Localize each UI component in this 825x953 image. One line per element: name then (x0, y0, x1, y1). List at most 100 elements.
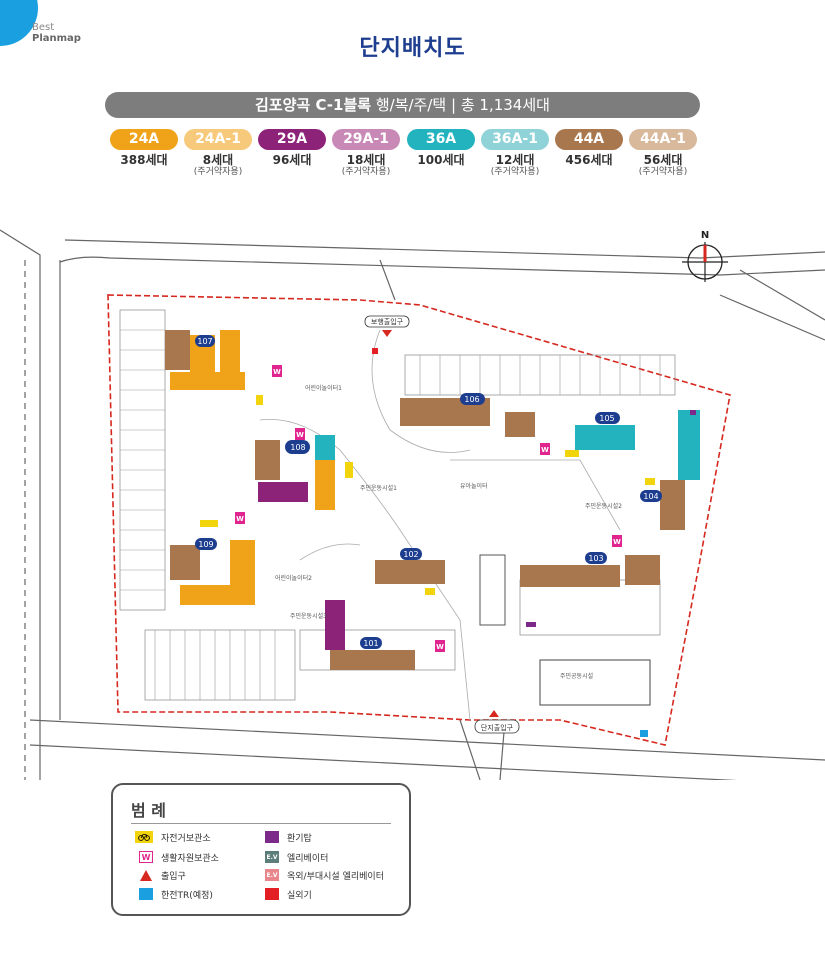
svg-text:W: W (273, 368, 281, 376)
unit-type: 44A-1 56세대 (주거약자용) (629, 129, 697, 178)
building-number: 103 (588, 554, 603, 563)
unit-type-count: 456세대 (565, 153, 613, 167)
building-107: 107 (165, 330, 245, 390)
building-105: 105 (575, 412, 635, 450)
best-planmap-label: Best Planmap (32, 22, 81, 44)
recycling-markers: W W W W W W (235, 365, 622, 652)
svg-text:W: W (436, 643, 444, 651)
unit-type-label: 29A-1 (332, 129, 400, 150)
page-title: 단지배치도 (359, 36, 466, 61)
building-number: 101 (363, 639, 378, 648)
svg-text:W: W (541, 446, 549, 454)
bicycle-markers (200, 395, 655, 595)
unit-type-count: 8세대 (202, 153, 234, 167)
pedestrian-gate: 보행출입구 (364, 315, 410, 337)
unit-type-label: 44A (555, 129, 623, 150)
legend-item: 실외기 (265, 887, 312, 901)
unit-type-count: 18세대 (346, 153, 386, 167)
interior-paths (259, 329, 621, 721)
square-icon (265, 831, 279, 843)
square-icon (265, 888, 279, 900)
summary-separator: | (451, 96, 457, 114)
building-106: 106 (400, 393, 535, 437)
bicycle-icon (135, 831, 153, 843)
building-number: 107 (197, 337, 212, 346)
unit-type: 36A 100세대 (407, 129, 475, 167)
legend-label: 한전TR(예정) (161, 890, 213, 901)
legend-item: 출입구 (139, 868, 186, 882)
legend: 범 례 자전거보관소 W 생활자원보관소 출입구 한전TR(예정) 환기탑 E.… (111, 783, 411, 916)
tower-block (479, 554, 506, 626)
building-109: 109 (170, 538, 255, 605)
housing-type: 행/복/주/택 (375, 96, 447, 114)
legend-label: 실외기 (287, 890, 312, 901)
building-number: 106 (464, 395, 479, 404)
unit-type-note: (주거약자용) (490, 167, 540, 177)
ev-icon: E.V (265, 869, 279, 881)
triangle-icon (139, 869, 153, 881)
legend-item: 환기탑 (265, 830, 312, 844)
summary-bar: 김포양곡 C-1블록 행/복/주/택 | 총 1,134세대 (105, 92, 700, 118)
unit-type-label: 24A-1 (184, 129, 252, 150)
svg-text:N: N (701, 230, 709, 241)
unit-type-label: 36A (407, 129, 475, 150)
unit-type-count: 388세대 (120, 153, 168, 167)
site-boundary (107, 294, 731, 746)
area-label: 어린이놀이터1 (305, 384, 342, 392)
svg-text:W: W (296, 431, 304, 439)
unit-type-note: (주거약자용) (341, 167, 391, 177)
area-label: 주민공동시설 (560, 672, 593, 680)
building-104: 104 (640, 410, 700, 530)
legend-label: 생활자원보관소 (161, 853, 219, 864)
unit-type-label: 36A-1 (481, 129, 549, 150)
svg-text:보행출입구: 보행출입구 (371, 317, 404, 326)
area-label: 유아놀이터 (460, 482, 488, 490)
unit-type-label: 44A-1 (629, 129, 697, 150)
complex-name: 김포양곡 C-1블록 (255, 96, 372, 114)
vent-marker (690, 410, 696, 415)
legend-title: 범 례 (131, 801, 167, 820)
unit-type-label: 29A (258, 129, 326, 150)
building-number: 104 (643, 492, 658, 501)
legend-label: 환기탑 (287, 833, 312, 844)
building-number: 105 (599, 414, 614, 423)
legend-item: 자전거보관소 (135, 830, 211, 844)
square-icon (139, 888, 153, 900)
ev-icon: E.V (265, 851, 279, 863)
unit-type-count: 96세대 (272, 153, 312, 167)
unit-type-count: 12세대 (495, 153, 535, 167)
total-households: 총 1,134세대 (460, 96, 550, 114)
unit-type-note: (주거약자용) (193, 167, 243, 177)
unit-type: 24A 388세대 (110, 129, 178, 167)
legend-item: E.V 옥외/부대시설 엘리베이터 (265, 868, 384, 882)
unit-type-note: (주거약자용) (638, 167, 688, 177)
north-compass: N (682, 230, 728, 282)
unit-type: 24A-1 8세대 (주거약자용) (184, 129, 252, 178)
area-labels: 어린이놀이터1 어린이놀이터2 유아놀이터 주민운동시설1 주민운동시설2 주민… (275, 384, 622, 680)
w-icon: W (139, 851, 153, 863)
legend-label: 자전거보관소 (161, 833, 211, 844)
legend-label: 옥외/부대시설 엘리베이터 (287, 871, 384, 882)
svg-text:W: W (236, 515, 244, 523)
unit-type: 44A 456세대 (555, 129, 623, 167)
svg-text:W: W (613, 538, 621, 546)
area-label: 주민운동시설1 (360, 484, 397, 492)
unit-type: 29A 96세대 (258, 129, 326, 167)
building-number: 109 (198, 540, 213, 549)
legend-item: 한전TR(예정) (139, 887, 213, 901)
building-101: 101 (325, 600, 415, 670)
area-label: 주민운동시설2 (585, 502, 622, 510)
unit-type: 36A-1 12세대 (주거약자용) (481, 129, 549, 178)
unit-type-count: 56세대 (643, 153, 683, 167)
vent-marker (526, 622, 536, 627)
building-103: 103 (520, 552, 660, 587)
legend-item: W 생활자원보관소 (139, 850, 219, 864)
building-108: 108 (255, 435, 335, 510)
building-number: 102 (403, 550, 418, 559)
svg-text:단지출입구: 단지출입구 (481, 723, 514, 732)
area-label: 어린이놀이터2 (275, 574, 312, 582)
outdoor-unit-marker (372, 348, 378, 354)
unit-type: 29A-1 18세대 (주거약자용) (332, 129, 400, 178)
community-building (539, 659, 651, 706)
area-label: 주민운동시설3 (290, 612, 327, 620)
